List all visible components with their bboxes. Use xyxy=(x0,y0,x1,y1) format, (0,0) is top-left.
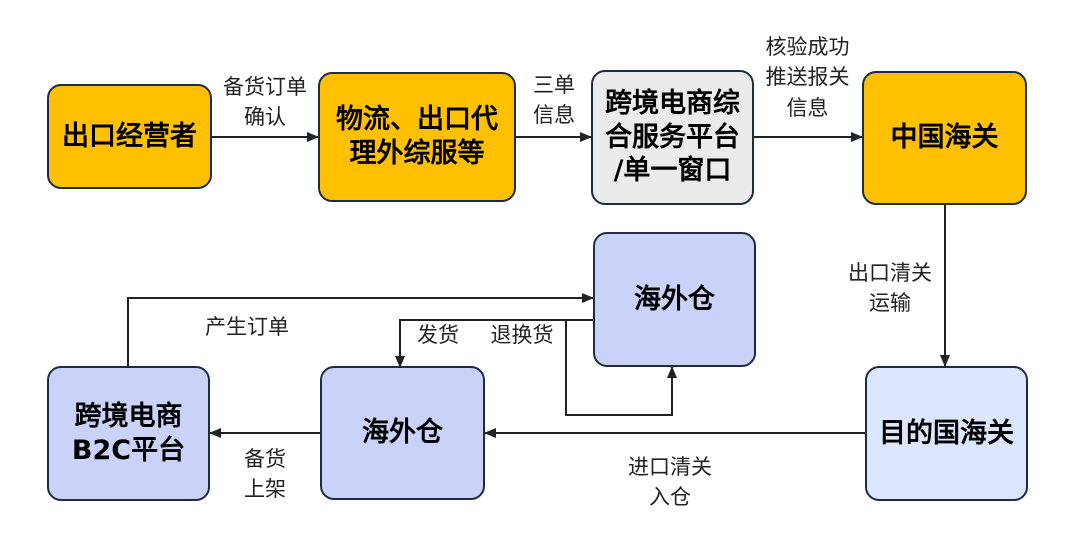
label-order-confirm-1: 备货订单 xyxy=(223,75,307,99)
label-three-docs-1: 三单 xyxy=(533,73,575,97)
label-stock-shelf-1: 备货 xyxy=(244,447,286,471)
node-b2c-platform: 跨境电商 B2C平台 xyxy=(47,366,210,501)
arrow-returns-to-top-warehouse xyxy=(565,320,677,416)
label-verify-push: 核验成功 推送报关 信息 xyxy=(755,32,860,123)
label-three-docs-2: 信息 xyxy=(533,103,575,128)
arrow-top-warehouse-ship xyxy=(395,319,655,368)
label-generate-order-1: 产生订单 xyxy=(205,315,289,339)
label-ship: 发货 xyxy=(408,320,468,350)
node-dest-customs-text: 目的国海关 xyxy=(879,417,1014,449)
label-import-clearance-1: 进口清关 xyxy=(628,455,712,479)
node-platform-text-1: 跨境电商综 xyxy=(605,87,740,119)
node-warehouse-top-text: 海外仓 xyxy=(634,283,715,315)
label-three-docs: 三单 信息 xyxy=(519,70,589,131)
label-verify-push-3: 信息 xyxy=(786,95,829,120)
node-logistics: 物流、出口代 理外综服等 xyxy=(318,72,516,202)
node-b2c-text-1: 跨境电商 xyxy=(74,400,183,432)
label-export-clearance: 出口清关 运输 xyxy=(840,258,940,319)
node-exporter-text: 出口经营者 xyxy=(62,120,197,152)
label-import-clearance: 进口清关 入仓 xyxy=(620,452,720,513)
node-warehouse-bottom-text: 海外仓 xyxy=(362,417,443,449)
node-platform-text-2: 合服务平台 xyxy=(605,121,740,153)
label-stock-shelf-2: 上架 xyxy=(244,477,286,502)
node-warehouse-bottom: 海外仓 xyxy=(320,366,485,500)
label-ship-1: 发货 xyxy=(417,323,459,347)
arrow-b2c-to-top-warehouse xyxy=(127,293,594,366)
node-b2c-text-2: B2C平台 xyxy=(71,434,186,466)
node-logistics-text-2: 理外综服等 xyxy=(349,138,485,169)
node-platform: 跨境电商综 合服务平台 /单一窗口 xyxy=(591,70,754,205)
label-returns-1: 退换货 xyxy=(490,323,554,347)
node-logistics-text-1: 物流、出口代 xyxy=(336,104,498,136)
label-stock-shelf: 备货 上架 xyxy=(235,444,295,505)
label-import-clearance-2: 入仓 xyxy=(649,485,691,510)
label-export-clearance-1: 出口清关 xyxy=(848,261,932,285)
node-china-customs-text: 中国海关 xyxy=(890,122,999,154)
node-china-customs: 中国海关 xyxy=(862,71,1027,205)
node-dest-customs: 目的国海关 xyxy=(865,366,1028,501)
label-order-confirm-2: 确认 xyxy=(244,105,286,130)
label-order-confirm: 备货订单 确认 xyxy=(215,72,315,133)
label-returns: 退换货 xyxy=(482,320,562,350)
node-warehouse-top: 海外仓 xyxy=(593,232,756,367)
node-exporter: 出口经营者 xyxy=(47,84,212,189)
node-platform-text-3: /单一窗口 xyxy=(613,155,732,187)
label-verify-push-1: 核验成功 xyxy=(765,35,850,59)
label-export-clearance-2: 运输 xyxy=(869,291,911,316)
label-verify-push-2: 推送报关 xyxy=(765,65,850,90)
label-generate-order: 产生订单 xyxy=(192,312,302,342)
